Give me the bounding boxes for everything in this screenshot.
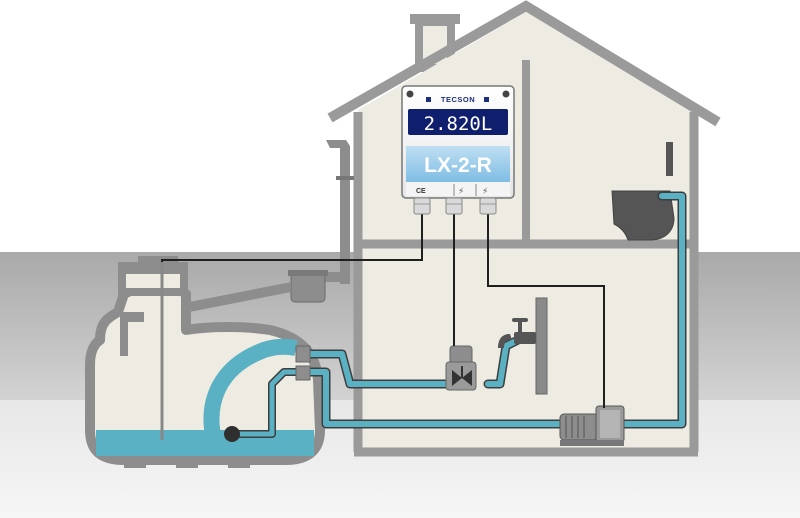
filter-icon	[184, 270, 328, 313]
model-plate	[406, 146, 510, 182]
control-cables	[161, 214, 605, 408]
wall-segment-vertical	[666, 142, 673, 176]
model-label: LX-2-R	[424, 154, 492, 177]
suction-float	[224, 426, 240, 442]
relay-symbol-1: ⚡	[458, 187, 464, 197]
pipes	[224, 191, 687, 442]
sensor-cable	[161, 214, 423, 262]
pump-icon	[559, 405, 625, 446]
ce-mark: CE	[416, 188, 426, 195]
lcd-display	[408, 109, 508, 135]
solenoid-valve-icon	[445, 345, 477, 391]
tap-icon	[498, 318, 536, 348]
lcd-reading: 2.820L	[424, 113, 493, 135]
tank-inlet-curve	[203, 338, 298, 442]
relay-symbol-2: ⚡	[482, 187, 488, 197]
tank-icon	[85, 256, 325, 468]
chimney-cap	[410, 14, 460, 24]
shelf-wall	[535, 297, 548, 395]
toilet-icon	[611, 190, 675, 241]
downpipe-icon	[312, 140, 354, 284]
pump-cable	[487, 214, 605, 408]
controller-icon	[401, 85, 515, 215]
brand-label: TECSON	[441, 95, 475, 104]
roof-outline	[327, 0, 721, 127]
